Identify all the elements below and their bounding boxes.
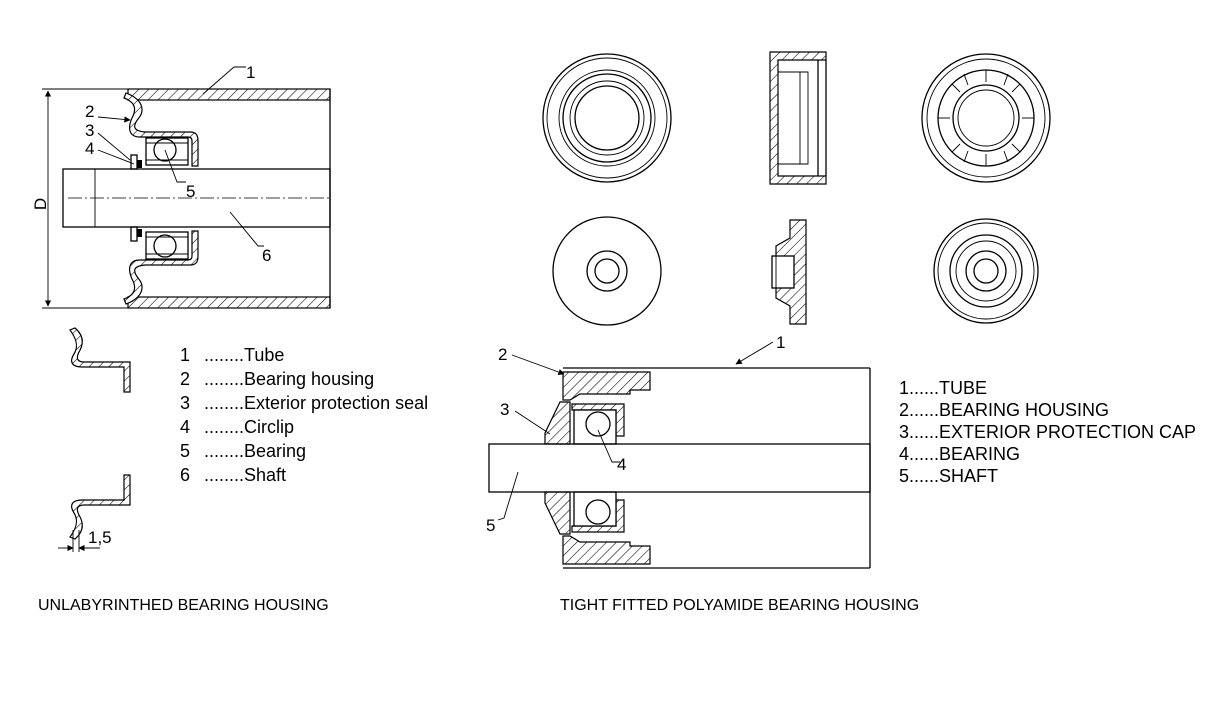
housing-side-section — [769, 51, 827, 185]
right-legend-5: 5......SHAFT — [899, 466, 998, 486]
left-callout-2: 2 — [85, 102, 94, 121]
left-profile-detail-bottom: 1,5 — [58, 474, 131, 552]
left-caption: UNLABYRINTHED BEARING HOUSING — [38, 597, 329, 614]
right-legend: 1......TUBE 2......BEARING HOUSING 3....… — [899, 378, 1196, 486]
housing-rear-view — [921, 53, 1051, 183]
left-section-view: D 1 2 3 4 5 6 — [31, 63, 331, 309]
left-legend-num-1: 1 — [180, 345, 190, 365]
left-bearing-housing-top — [123, 92, 199, 167]
profile-thickness-dimension: 1,5 — [88, 528, 112, 547]
cap-front-view — [552, 216, 662, 326]
right-callout-1: 1 — [776, 333, 785, 352]
right-legend-3: 3......EXTERIOR PROTECTION CAP — [899, 422, 1196, 442]
right-callout-4: 4 — [617, 455, 626, 474]
right-bearing-housing-top — [562, 371, 651, 401]
cap-side-section — [771, 219, 807, 325]
left-legend-text-3: ........Exterior protection seal — [204, 393, 428, 413]
left-legend-num-6: 6 — [180, 465, 190, 485]
left-profile-detail-top — [69, 327, 131, 393]
left-tube-bottom-wall — [127, 296, 331, 309]
right-legend-2: 2......BEARING HOUSING — [899, 400, 1109, 420]
right-caption: TIGHT FITTED POLYAMIDE BEARING HOUSING — [560, 597, 919, 614]
right-callout-5: 5 — [486, 516, 495, 535]
right-callout-3: 3 — [500, 400, 509, 419]
left-legend: 1 ........Tube 2 ........Bearing housing… — [180, 345, 428, 485]
left-legend-text-1: ........Tube — [204, 345, 284, 365]
left-legend-text-6: ........Shaft — [204, 465, 286, 485]
left-bearing-ball-bottom — [153, 234, 177, 258]
right-protection-cap-bottom — [544, 491, 571, 535]
left-bearing-housing-bottom — [123, 230, 199, 305]
right-callout-2: 2 — [498, 345, 507, 364]
right-bearing-housing-bottom — [562, 535, 651, 565]
right-assembly-section: 1 2 3 4 5 — [486, 333, 871, 569]
right-bearing-ball-top — [585, 411, 611, 437]
left-callout-5: 5 — [186, 182, 195, 201]
right-bearing-ball-bottom — [585, 499, 611, 525]
left-callout-3: 3 — [85, 121, 94, 140]
right-protection-cap-top — [544, 401, 571, 445]
left-tube-top-wall — [127, 88, 331, 101]
diameter-dimension-label: D — [31, 198, 50, 210]
right-legend-1: 1......TUBE — [899, 378, 987, 398]
right-legend-4: 4......BEARING — [899, 444, 1020, 464]
housing-front-view — [542, 53, 672, 183]
left-callout-6: 6 — [262, 246, 271, 265]
left-legend-num-4: 4 — [180, 417, 190, 437]
left-callout-4: 4 — [85, 139, 94, 158]
left-legend-text-2: ........Bearing housing — [204, 369, 374, 389]
left-legend-text-5: ........Bearing — [204, 441, 306, 461]
left-callout-1: 1 — [246, 63, 255, 82]
left-legend-num-5: 5 — [180, 441, 190, 461]
left-legend-num-3: 3 — [180, 393, 190, 413]
cap-rear-view — [933, 218, 1039, 324]
right-shaft — [488, 443, 871, 493]
left-legend-text-4: ........Circlip — [204, 417, 294, 437]
left-legend-num-2: 2 — [180, 369, 190, 389]
